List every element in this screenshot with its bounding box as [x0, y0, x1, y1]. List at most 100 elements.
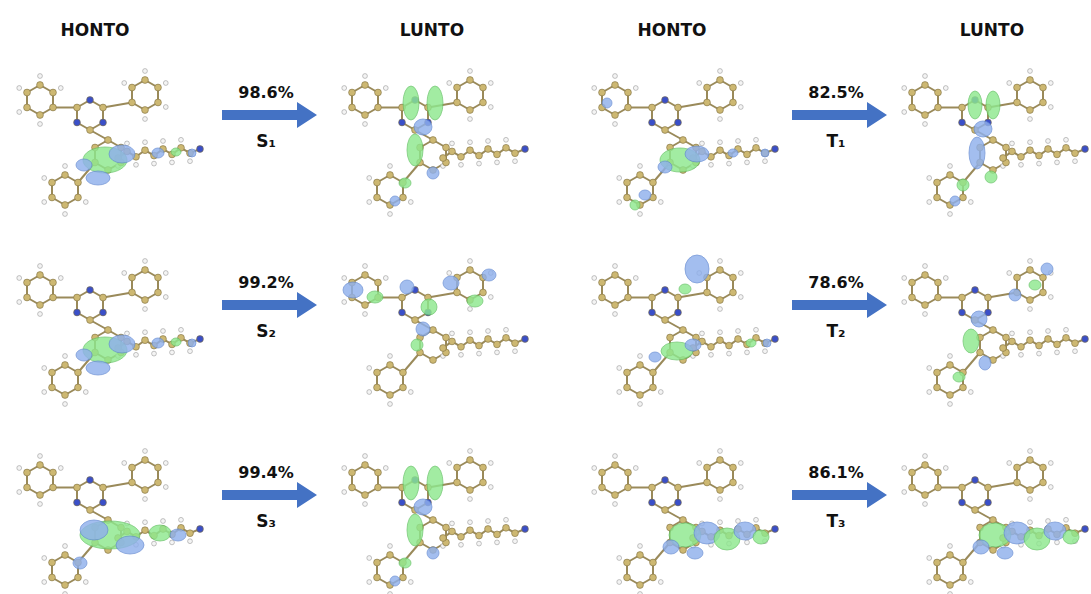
hydrogen-atom [948, 544, 953, 549]
hydrogen-atom [633, 276, 638, 281]
hydrogen-atom [1037, 351, 1042, 356]
hydrogen-atom [718, 117, 723, 122]
atom [349, 484, 356, 491]
molecule-honto [592, 255, 779, 406]
contribution-percent: 99.4% [238, 464, 294, 482]
hydrogen-atom [1007, 81, 1012, 86]
atom [454, 84, 461, 91]
hydrogen-atom [42, 200, 47, 205]
atom [649, 119, 656, 126]
atom [662, 127, 669, 134]
atom [624, 194, 631, 201]
orbital-lobe [630, 200, 640, 210]
atom [667, 334, 674, 341]
atom [62, 582, 69, 589]
hydrogen-atom [388, 402, 393, 407]
hydrogen-atom [923, 502, 928, 507]
atom [1003, 334, 1010, 341]
hydrogen-atom [488, 295, 493, 300]
atom [599, 294, 606, 301]
atom [449, 338, 456, 345]
hydrogen-atom [383, 276, 388, 281]
orbital-lobe [171, 148, 181, 156]
atom [155, 464, 162, 471]
hydrogen-atom [592, 276, 597, 281]
hydrogen-atom [179, 327, 184, 332]
hydrogen-atom [617, 176, 622, 181]
atom [50, 279, 57, 286]
atom [753, 144, 760, 151]
hydrogen-atom [617, 556, 622, 561]
atom [24, 104, 31, 111]
hydrogen-atom [927, 556, 932, 561]
hydrogen-atom [902, 300, 907, 305]
atom [675, 294, 682, 301]
atom [400, 194, 407, 201]
hydrogen-atom [968, 390, 973, 395]
atom [443, 524, 450, 531]
hydrogen-atom [718, 520, 723, 525]
bond [963, 353, 980, 373]
hydrogen-atom [745, 350, 750, 355]
orbital-lobe [971, 311, 987, 327]
atom [959, 499, 966, 506]
atom [375, 279, 382, 286]
atom [24, 279, 31, 286]
hydrogen-atom [727, 161, 732, 166]
hydrogen-atom [42, 176, 47, 181]
atom [922, 462, 929, 469]
atom [704, 464, 711, 471]
hydrogen-atom [1028, 307, 1033, 312]
hydrogen-atom [736, 329, 741, 334]
atom [485, 146, 492, 153]
atom [1063, 144, 1070, 151]
hydrogen-atom [1028, 140, 1033, 145]
atom [959, 294, 966, 301]
atom [599, 89, 606, 96]
hydrogen-atom [342, 490, 347, 495]
hydrogen-atom [388, 592, 393, 594]
orbital-lobe [685, 146, 709, 162]
atom [1040, 479, 1047, 486]
bond [678, 103, 707, 108]
hydrogen-atom [613, 312, 618, 317]
hydrogen-atom [488, 461, 493, 466]
transition-arrow [222, 482, 317, 508]
orbital-lobe [414, 119, 432, 135]
hydrogen-atom [143, 69, 148, 74]
orbital-lobe [663, 540, 679, 554]
atom [375, 469, 382, 476]
orbital-lobe [80, 520, 108, 540]
hydrogen-atom [638, 592, 643, 594]
hydrogen-atom [1073, 159, 1078, 164]
hydrogen-atom [927, 176, 932, 181]
hydrogen-atom [163, 81, 168, 86]
atom [935, 104, 942, 111]
hydrogen-atom [513, 539, 518, 544]
hydrogen-atom [495, 160, 500, 165]
hydrogen-atom [363, 312, 368, 317]
atom [49, 384, 56, 391]
atom [675, 309, 682, 316]
atom [476, 342, 483, 349]
hydrogen-atom [17, 466, 22, 471]
atom [599, 469, 606, 476]
atom [909, 279, 916, 286]
atom [100, 499, 107, 506]
column-header: HONTO [61, 21, 130, 40]
atom [75, 194, 82, 201]
atom [730, 289, 737, 296]
atom [959, 484, 966, 491]
hydrogen-atom [638, 164, 643, 169]
atom [1040, 464, 1047, 471]
atom [349, 89, 356, 96]
atom [1009, 338, 1016, 345]
orbital-lobe [411, 339, 423, 351]
hydrogen-atom [948, 592, 953, 594]
atom [50, 294, 57, 301]
column-header: LUNTO [400, 21, 464, 40]
atom [990, 517, 997, 524]
hydrogen-atom [468, 140, 473, 145]
atom [1027, 147, 1034, 154]
atom [624, 559, 631, 566]
